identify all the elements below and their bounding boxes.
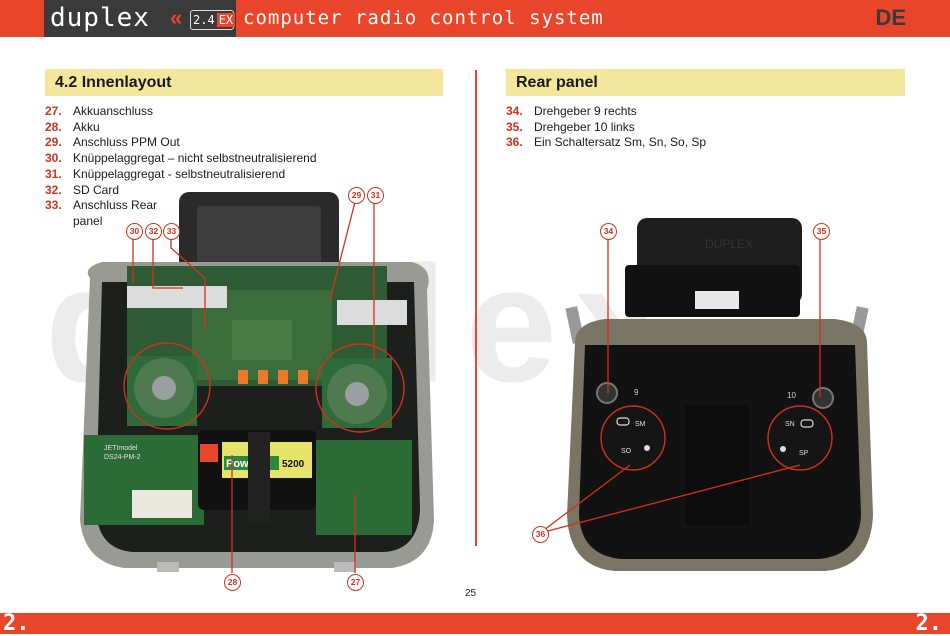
section-heading-rear-panel: Rear panel	[506, 69, 905, 96]
list-item: 36. Ein Schaltersatz Sm, Sn, So, Sp	[506, 135, 806, 151]
board-sublabel: DS24-PM-2	[104, 454, 141, 461]
callout-32: 32	[145, 223, 162, 240]
board-label: JETImodel	[104, 445, 138, 452]
item-number: 36.	[506, 135, 523, 150]
knob-9-label: 9	[634, 388, 639, 397]
page-number: 25	[465, 588, 477, 599]
item-number: 32.	[45, 182, 62, 197]
list-item: 27. Akkuanschluss	[45, 104, 345, 120]
footer-mark-left: 2.	[3, 611, 30, 636]
list-item: 28. Akku	[45, 120, 345, 136]
callout-27: 27	[347, 574, 364, 591]
header-title: computer radio control system	[243, 7, 604, 29]
switch-sm-label: SM	[635, 421, 646, 428]
item-number: 30.	[45, 151, 62, 166]
language-code: DE	[875, 5, 906, 30]
item-text: Ein Schaltersatz Sm, Sn, So, Sp	[534, 135, 707, 150]
footer-mark-right: 2.	[915, 611, 943, 636]
callout-29: 29	[348, 187, 365, 204]
logo-text: duplex	[50, 3, 150, 33]
inner-layout-list: 27. Akkuanschluss 28. Akku 29. Anschluss PPM …	[45, 104, 345, 230]
item-text: SD Card	[73, 182, 120, 197]
list-item: 31. Knüppelaggregat - selbstneutralisiere…	[45, 167, 345, 183]
switch-so-label: SO	[621, 448, 632, 455]
callout-35: 35	[813, 223, 830, 240]
handle-logo: DUPLEX	[705, 237, 753, 251]
page-footer: 2. 2.	[0, 611, 950, 636]
switch-sp-label: SP	[799, 450, 809, 457]
callout-30: 30	[126, 223, 143, 240]
transmitter-interior-photo: Power 5200 JETImodel DS24-PM-2	[80, 192, 434, 572]
logo-arrows-icon: «	[170, 5, 183, 30]
battery-capacity: 5200	[282, 459, 305, 470]
item-number: 33.	[45, 198, 62, 213]
item-text: Akku	[73, 119, 100, 134]
callout-34: 34	[600, 223, 617, 240]
page-divider	[475, 70, 477, 546]
item-text: Drehgeber 10 links	[534, 119, 635, 134]
list-item: 29. Anschluss PPM Out	[45, 135, 345, 151]
knob-10-label: 10	[787, 391, 796, 400]
list-item: 32. SD Card	[45, 183, 345, 199]
list-item: 34. Drehgeber 9 rechts	[506, 104, 806, 120]
callout-31: 31	[367, 187, 384, 204]
item-number: 34.	[506, 104, 523, 118]
item-text: Anschluss PPM Out	[73, 135, 180, 150]
item-number: 35.	[506, 119, 523, 134]
callout-36: 36	[532, 526, 549, 543]
rear-panel-photo: DUPLEX 9 10 SM SO SN SP	[565, 218, 873, 571]
list-item: 35. Drehgeber 10 links	[506, 120, 806, 136]
list-item: 30. Knüppelaggregat – nicht selbstneutral…	[45, 151, 345, 167]
item-number: 29.	[45, 135, 62, 150]
item-text: Knüppelaggregat - selbstneutralisierend	[73, 166, 286, 181]
item-text: Anschluss Rear panel	[73, 198, 158, 228]
list-item: 33. Anschluss Rear panel	[45, 198, 345, 229]
item-number: 27.	[45, 104, 62, 118]
rear-panel-list: 34. Drehgeber 9 rechts 35. Drehgeber 10 lin…	[506, 104, 806, 151]
item-number: 31.	[45, 166, 62, 181]
item-number: 28.	[45, 119, 62, 134]
callout-28: 28	[224, 574, 241, 591]
switch-sn-label: SN	[785, 421, 795, 428]
section-heading-inner-layout: 4.2 Innenlayout	[45, 69, 443, 96]
item-text: Knüppelaggregat – nicht selbstneutralisi…	[73, 151, 317, 166]
item-text: Drehgeber 9 rechts	[534, 104, 637, 118]
item-text: Akkuanschluss	[73, 104, 154, 118]
callout-33: 33	[163, 223, 180, 240]
